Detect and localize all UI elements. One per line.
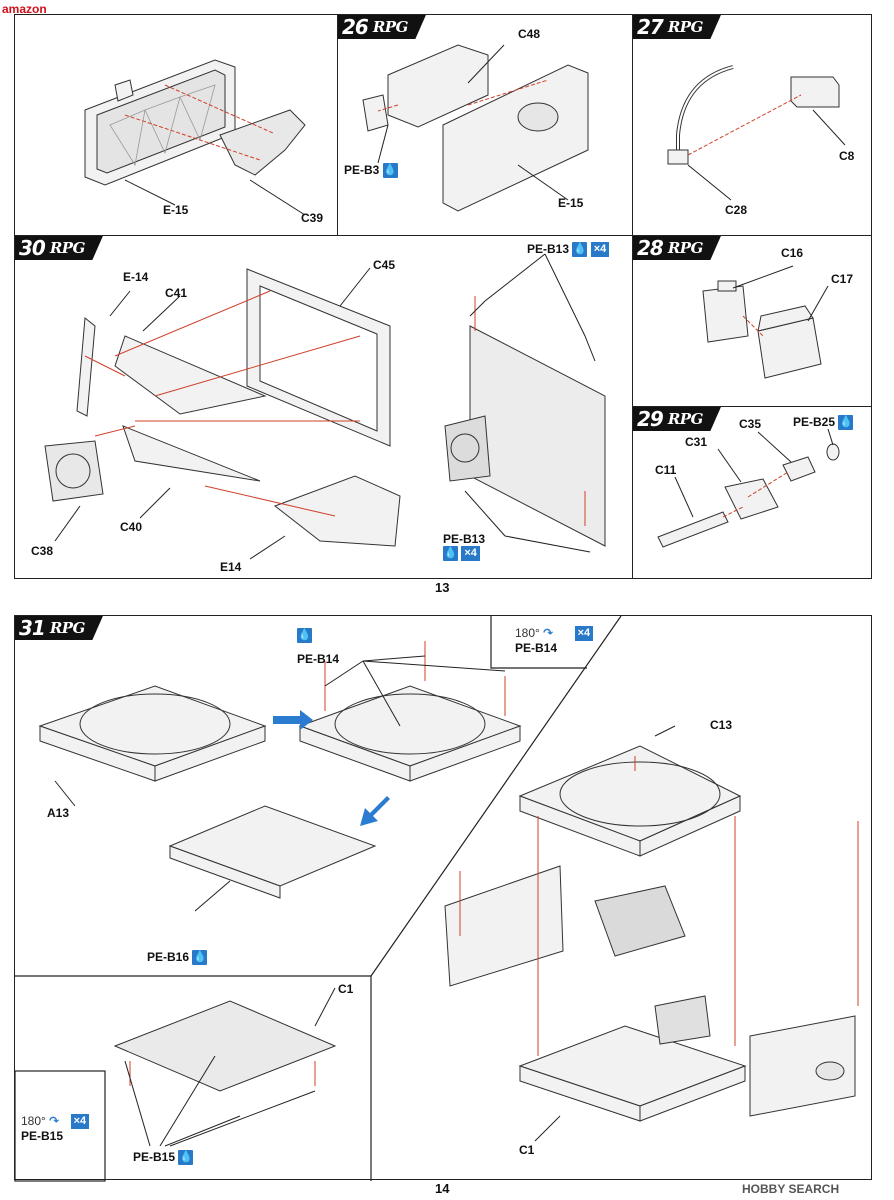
step-number: 27 xyxy=(637,15,664,39)
step-28-drawing xyxy=(702,265,829,379)
brand-logo: RPG xyxy=(667,18,704,36)
label-c45: C45 xyxy=(373,258,396,272)
panel-step-28: 28 RPG C16 C17 xyxy=(632,235,872,407)
glue-icon: 💧 xyxy=(572,242,588,258)
step-27-drawing xyxy=(667,65,846,201)
step-number: 26 xyxy=(342,15,369,39)
step-badge-28: 28 RPG xyxy=(633,236,721,260)
label-e15-a: E-15 xyxy=(163,203,189,217)
label-c35: C35 xyxy=(739,417,762,431)
step-badge-26: 26 RPG xyxy=(338,15,426,39)
page-number-14: 14 xyxy=(435,1181,450,1196)
label-c1-a: C1 xyxy=(338,982,354,996)
label-pe-b14-glue: 💧 xyxy=(297,628,312,644)
step-30-drawing xyxy=(44,253,606,560)
step-25-drawing xyxy=(84,59,306,216)
label-e15-b: E-15 xyxy=(558,196,584,210)
panel-step-31: 31 RPG xyxy=(14,615,872,1182)
quantity-badge: ×4 xyxy=(461,546,480,562)
label-pe-b16: PE-B16 💧 xyxy=(147,950,208,966)
label-pe-b15-rotate-text: PE-B15 xyxy=(21,1129,64,1144)
glue-icon: 💧 xyxy=(443,546,458,562)
label-pe-b3-text: PE-B3 xyxy=(344,163,380,177)
brand-logo: RPG xyxy=(372,18,409,36)
label-c8: C8 xyxy=(839,149,855,163)
rotation-label: 180° xyxy=(515,626,540,640)
rotate-icon: ↷ xyxy=(543,626,554,640)
brand-logo: RPG xyxy=(667,410,704,428)
label-a13: A13 xyxy=(47,806,70,820)
step-29-drawing xyxy=(657,428,840,548)
panel-step-30: 30 RPG xyxy=(14,235,633,579)
rotate-icon: ↷ xyxy=(49,1114,60,1128)
glue-icon: 💧 xyxy=(178,1150,194,1166)
glue-icon: 💧 xyxy=(838,415,854,431)
brand-logo: RPG xyxy=(49,619,86,637)
brand-logo: RPG xyxy=(667,239,704,257)
label-c48: C48 xyxy=(518,27,541,41)
step-number: 29 xyxy=(637,407,664,431)
brand-logo: RPG xyxy=(49,239,86,257)
label-pe-b15-rotate: 180° ↷ ×4 PE-B15 xyxy=(21,1114,90,1144)
label-e14-b: E14 xyxy=(220,560,242,574)
label-pe-b13-bottom-text: PE-B13 xyxy=(443,532,486,546)
step-number: 28 xyxy=(637,236,664,260)
watermark-top: amazon xyxy=(2,2,47,16)
glue-icon: 💧 xyxy=(192,950,208,966)
step-31-drawing xyxy=(14,615,859,1182)
rotation-label: 180° xyxy=(21,1114,46,1128)
quantity-badge: ×4 xyxy=(574,626,594,642)
label-c17: C17 xyxy=(831,272,854,286)
step-badge-29: 29 RPG xyxy=(633,407,721,431)
watermark-top-text: amazon xyxy=(2,2,47,16)
step-number: 31 xyxy=(19,616,46,640)
label-pe-b16-text: PE-B16 xyxy=(147,950,190,964)
label-c39: C39 xyxy=(301,211,324,225)
label-c38: C38 xyxy=(31,544,54,558)
label-pe-b14-rotate: 180° ↷ ×4 PE-B14 xyxy=(515,626,594,656)
label-pe-b13-top-text: PE-B13 xyxy=(527,242,570,256)
glue-icon: 💧 xyxy=(382,163,398,179)
label-pe-b13-bottom: PE-B13 💧 ×4 xyxy=(443,532,486,562)
panel-step-26: 26 RPG C48 PE-B3 💧 E-15 xyxy=(337,14,633,236)
label-pe-b25: PE-B25 💧 xyxy=(793,415,854,431)
label-c1-b: C1 xyxy=(519,1143,535,1157)
quantity-badge: ×4 xyxy=(70,1114,90,1130)
label-c31: C31 xyxy=(685,435,708,449)
step-26-drawing xyxy=(362,44,589,212)
label-c11: C11 xyxy=(655,463,677,477)
panel-step-25: E-15 C39 xyxy=(14,14,338,236)
label-e14-a: E-14 xyxy=(123,270,149,284)
label-c28: C28 xyxy=(725,203,748,217)
step-badge-27: 27 RPG xyxy=(633,15,721,39)
label-c16: C16 xyxy=(781,246,804,260)
label-pe-b25-text: PE-B25 xyxy=(793,415,836,429)
watermark-bottom: HOBBY SEARCH xyxy=(742,1182,839,1196)
label-c40: C40 xyxy=(120,520,143,534)
label-pe-b13-top: PE-B13 💧 ×4 xyxy=(527,242,610,258)
step-badge-30: 30 RPG xyxy=(15,236,103,260)
page-number-13: 13 xyxy=(435,580,450,595)
label-pe-b14-rotate-text: PE-B14 xyxy=(515,641,558,656)
label-c13: C13 xyxy=(710,718,733,732)
panel-step-27: 27 RPG C8 C28 xyxy=(632,14,872,236)
glue-icon: 💧 xyxy=(297,628,312,644)
quantity-badge: ×4 xyxy=(590,242,610,258)
step-number: 30 xyxy=(19,236,46,260)
label-pe-b14: PE-B14 xyxy=(297,652,340,666)
watermark-bottom-text: HOBBY SEARCH xyxy=(742,1182,840,1196)
label-pe-b15: PE-B15 💧 xyxy=(133,1150,194,1166)
label-c41: C41 xyxy=(165,286,188,300)
label-pe-b3: PE-B3 💧 xyxy=(344,163,398,179)
panel-step-29: 29 RPG C35 PE-B25 💧 C31 C11 xyxy=(632,406,872,579)
step-badge-31: 31 RPG xyxy=(15,616,103,640)
label-pe-b15-text: PE-B15 xyxy=(133,1150,176,1164)
